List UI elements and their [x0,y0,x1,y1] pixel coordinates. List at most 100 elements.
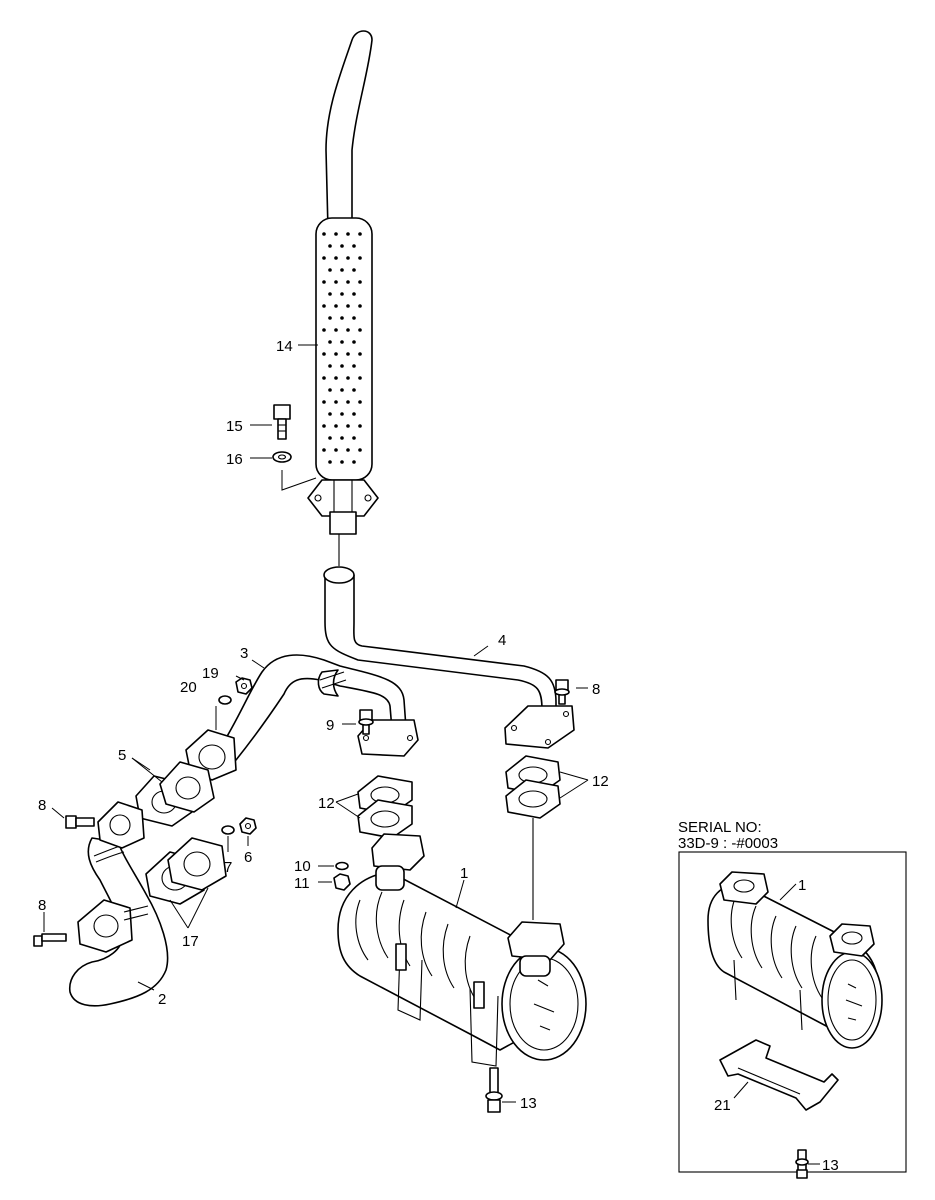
perforation-hole [340,292,344,296]
perforation-hole [328,268,332,272]
perforation-hole [322,256,326,260]
callout-8-right: 8 [592,681,600,698]
perforation-hole [340,268,344,272]
part-6-nut [239,817,257,835]
perforation-hole [328,364,332,368]
callout-3: 3 [240,645,248,662]
part-17-gasket [145,837,227,905]
perforation-hole [322,352,326,356]
perforation-hole [334,352,338,356]
callout-labels: 14 15 16 3 4 19 20 8 9 5 12 12 8 7 6 10 … [38,338,609,1112]
part-10-washer [335,861,349,871]
callout-8-lower-left: 8 [38,897,46,914]
perforation-hole [358,328,362,332]
perforation-hole [346,256,350,260]
perforation-hole [358,304,362,308]
perforation-hole [340,460,344,464]
part-12-gasket-left [357,775,413,839]
callout-11: 11 [294,875,310,892]
perforation-hole [352,364,356,368]
callout-1: 1 [460,865,468,882]
part-9-bolt [358,709,374,735]
inset-part-13-bolt [795,1149,809,1179]
perforation-hole [346,232,350,236]
callout-19: 19 [202,665,219,682]
perforation-hole [358,256,362,260]
perforation-hole [352,340,356,344]
callout-5: 5 [118,747,126,764]
perforation-hole [340,244,344,248]
perforation-hole [358,280,362,284]
callout-13: 13 [520,1095,537,1112]
perforation-hole [334,424,338,428]
perforation-hole [340,412,344,416]
serial-variant-inset: SERIAL NO: 33D-9 : -#0003 [678,819,907,1179]
perforation-hole [352,268,356,272]
perforation-hole [352,244,356,248]
serial-label: SERIAL NO: [678,819,762,836]
callout-6: 6 [244,849,252,866]
callout-17: 17 [182,933,199,950]
perforation-hole [340,364,344,368]
callout-7: 7 [224,859,232,876]
perforation-hole [328,412,332,416]
perforation-hole [358,352,362,356]
part-20-washer [218,695,232,705]
perforation-hole [334,304,338,308]
part-3-exhaust-pipe [185,654,419,781]
perforation-hole [322,328,326,332]
perforation-hole [358,400,362,404]
perforation-hole [322,400,326,404]
part-8-bolt-lower-left [33,933,67,947]
perforation-hole [352,460,356,464]
callout-14: 14 [276,338,293,355]
perforation-hole [322,424,326,428]
part-11-nut [333,873,351,891]
perforation-hole [346,448,350,452]
callout-15: 15 [226,418,243,435]
perforation-hole [328,292,332,296]
perforation-hole [328,460,332,464]
perforation-hole [346,280,350,284]
part-15-bolt [273,404,291,440]
part-5-gasket [135,761,215,827]
perforation-hole [334,376,338,380]
callout-16: 16 [226,451,243,468]
callout-2: 2 [158,991,166,1008]
callout-8-upper-left: 8 [38,797,46,814]
perforation-hole [328,340,332,344]
perforation-hole [346,424,350,428]
perforation-hole [328,388,332,392]
part-8-bolt-right [554,679,570,705]
perforation-hole [346,352,350,356]
inset-callout-21: 21 [714,1097,731,1114]
callout-12-right: 12 [592,773,609,790]
perforation-hole [322,448,326,452]
inset-part-21-bracket [719,1039,839,1111]
perforation-hole [328,436,332,440]
part-7-washer [221,825,235,835]
part-12-gasket-right [505,755,561,819]
inset-callout-1: 1 [798,877,806,894]
perforation-hole [352,412,356,416]
inset-callout-13: 13 [822,1157,839,1174]
perforation-hole [358,424,362,428]
perforation-hole [328,316,332,320]
perforation-hole [322,376,326,380]
part-8-bolt-upper-left [65,815,95,829]
part-16-washer [272,451,292,463]
perforation-hole [346,304,350,308]
perforation-hole [334,232,338,236]
perforation-hole [346,376,350,380]
perforation-hole [358,232,362,236]
perforation-hole [352,436,356,440]
part-13-bolt [485,1067,503,1113]
perforation-hole [346,328,350,332]
perforation-hole [352,388,356,392]
perforation-hole [334,448,338,452]
perforation-hole [334,400,338,404]
perforation-hole [352,316,356,320]
inset-frame [678,851,907,1173]
callout-12-left: 12 [318,795,335,812]
